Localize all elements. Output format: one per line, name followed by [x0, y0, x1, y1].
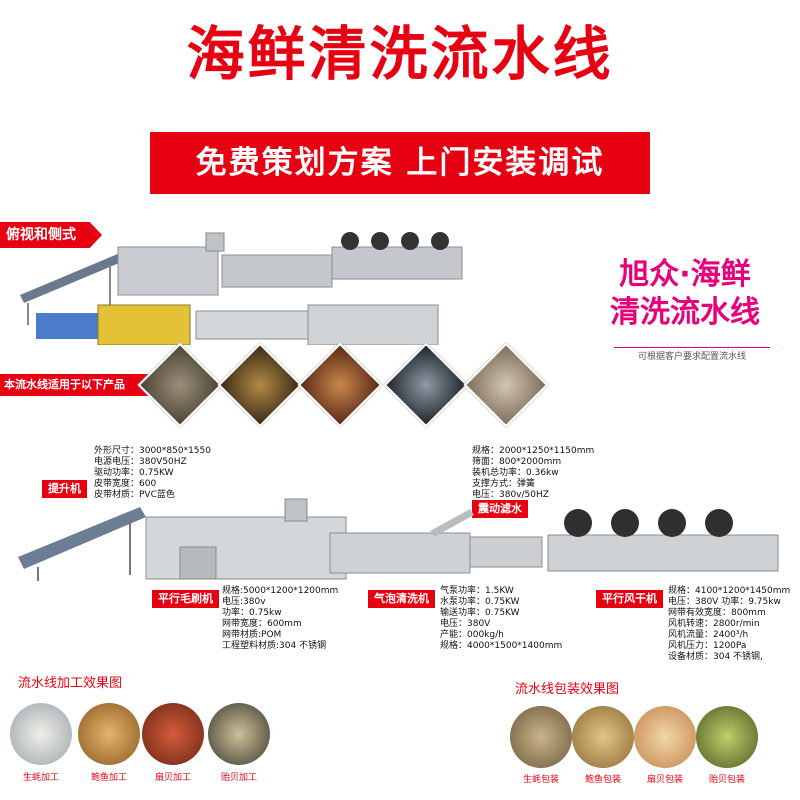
pack-caption-1: 生蚝包装	[522, 775, 559, 785]
scallop-process-image	[142, 703, 204, 765]
mussel-product-image	[383, 342, 469, 428]
brand-line-2: 清洗流水线	[610, 295, 760, 330]
lift-machine	[18, 507, 146, 581]
abalone-process-image	[78, 703, 140, 765]
production-line-illustration	[18, 498, 779, 581]
brand-subtitle: 可根据客户要求配置流水线	[614, 347, 770, 366]
brush-label: 平行毛刷机	[152, 590, 219, 608]
process-caption-3: 扇贝加工	[154, 773, 191, 783]
vibrate-machine	[469, 536, 543, 568]
bubble-spec: 气泵功率：1.5KW 水泵功率：0.75KW 输送功率：0.75KW 电压：38…	[440, 586, 563, 651]
dryer-machine	[547, 509, 779, 572]
bubble-label: 气泡清洗机	[368, 590, 435, 608]
scallop-product-image	[297, 342, 383, 428]
process-caption-2: 鲍鱼加工	[90, 773, 127, 783]
products-tag: 本流水线适用于以下产品	[0, 374, 154, 396]
mussel-process-image	[208, 703, 270, 765]
abalone-product-image	[217, 342, 303, 428]
process-caption-4: 贻贝加工	[220, 773, 257, 783]
brush-spec: 规格:5000*1200*1200mm 电压:380v 功率：0.75kw 网带…	[222, 586, 339, 651]
vibrate-spec: 规格：2000*1250*1150mm 筛面：800*2000mm 装机总功率：…	[472, 446, 595, 500]
scallop-pack-image	[634, 706, 696, 768]
mussel-pack-image	[696, 706, 758, 768]
page-title: 海鲜清洗流水线	[186, 20, 614, 88]
lift-spec: 外形尺寸：3000*850*1550 电源电压：380V50HZ 驱动功率：0.…	[94, 446, 211, 500]
top-machine-illustration	[20, 232, 463, 345]
brand-line-1: 旭众·海鲜	[619, 257, 751, 292]
lift-label: 提升机	[42, 480, 87, 498]
vibrate-label: 震动滤水	[472, 500, 528, 518]
oyster-process-image	[10, 703, 72, 765]
clam-product-image	[463, 342, 549, 428]
oyster-product-image	[137, 342, 223, 428]
brush-machine	[145, 498, 347, 580]
pack-caption-4: 贻贝包装	[708, 775, 745, 785]
pack-caption-2: 鲍鱼包装	[584, 775, 621, 785]
top-view-layout	[36, 304, 439, 345]
pack-caption-3: 扇贝包装	[646, 775, 683, 785]
bubble-machine	[329, 509, 474, 574]
side-tanks	[117, 232, 463, 296]
oyster-pack-image	[510, 706, 572, 768]
pack-effect-title: 流水线包装效果图	[515, 682, 620, 697]
dryer-spec: 规格：4100*1200*1450mm 电压：380V 功率：9.75kw 网带…	[668, 586, 791, 662]
abalone-pack-image	[572, 706, 634, 768]
process-effect-title: 流水线加工效果图	[18, 676, 123, 691]
view-tag: 俯视和侧式	[0, 222, 102, 248]
dryer-label: 平行风干机	[596, 590, 663, 608]
process-caption-1: 生蚝加工	[22, 773, 59, 783]
promo-banner: 免费策划方案 上门安装调试	[150, 132, 650, 194]
brand-title: 旭众·海鲜 清洗流水线	[585, 256, 785, 332]
